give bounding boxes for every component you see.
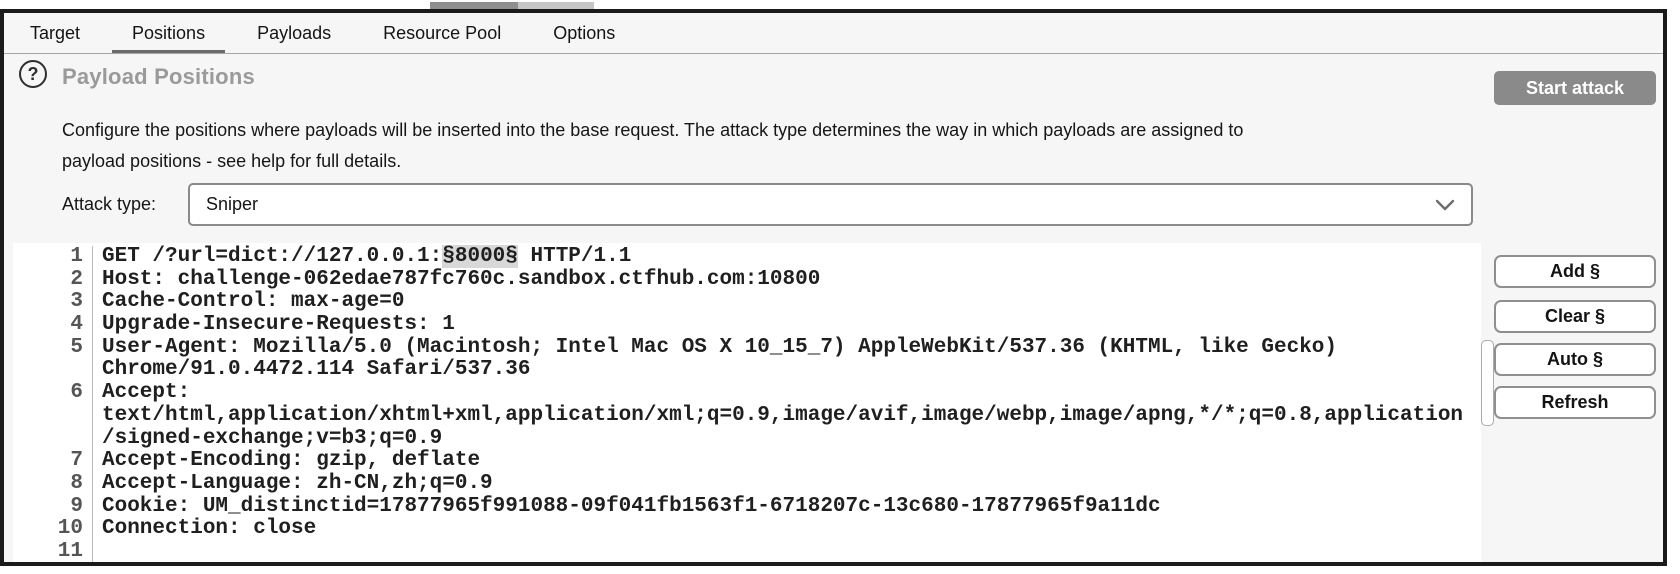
line-number: 7 — [13, 449, 93, 473]
attack-type-label: Attack type: — [62, 194, 157, 214]
request-text-segment: Cache-Control: max-age=0 — [102, 290, 405, 314]
intruder-tab-bar: Target Positions Payloads Resource Pool … — [4, 13, 1663, 54]
request-line-text[interactable]: text/html,application/xhtml+xml,applicat… — [93, 403, 1464, 428]
editor-line: 3 Cache-Control: max-age=0 — [13, 291, 1481, 315]
request-line-text[interactable]: Cache-Control: max-age=0 — [93, 291, 404, 314]
start-attack-button[interactable]: Start attack — [1494, 71, 1656, 105]
request-line-text[interactable]: /signed-exchange;v=b3;q=0.9 — [93, 426, 443, 451]
request-text-segment: HTTP/1.1 — [517, 245, 632, 268]
request-line-text[interactable]: Chrome/91.0.4472.114 Safari/537.36 — [93, 359, 530, 382]
editor-line: 6 Accept: — [13, 381, 1481, 405]
line-number: 5 — [13, 336, 93, 360]
description-text: Configure the positions where payloads w… — [62, 115, 1392, 177]
line-number: 2 — [13, 268, 93, 292]
editor-line: 7 Accept-Encoding: gzip, deflate — [13, 449, 1481, 473]
page-title: Payload Positions — [62, 64, 255, 89]
line-number: 6 — [13, 381, 93, 405]
add-marker-button[interactable]: Add § — [1494, 255, 1656, 288]
editor-line: 11 — [13, 540, 1481, 562]
request-line-text[interactable]: GET /?url=dict://127.0.0.1:§8000§ HTTP/1… — [93, 245, 632, 269]
clear-marker-button[interactable]: Clear § — [1494, 300, 1656, 333]
tab-options[interactable]: Options — [553, 22, 616, 43]
description-line-2: payload positions - see help for full de… — [62, 151, 402, 171]
request-line-text[interactable] — [93, 541, 102, 562]
line-number: 1 — [13, 245, 93, 269]
request-text-segment: Host: challenge-062edae787fc760c.sandbox… — [102, 267, 821, 291]
editor-line: 5 User-Agent: Mozilla/5.0 (Macintosh; Int… — [13, 335, 1481, 360]
line-number: 10 — [13, 518, 93, 541]
refresh-button[interactable]: Refresh — [1494, 386, 1656, 419]
request-text-segment: Connection: close — [102, 517, 317, 541]
request-line-text[interactable]: Accept-Encoding: gzip, deflate — [93, 449, 481, 473]
request-line-text[interactable]: User-Agent: Mozilla/5.0 (Macintosh; Inte… — [93, 335, 1338, 360]
chevron-down-icon — [1435, 199, 1455, 210]
attack-type-select[interactable]: Sniper — [188, 183, 1473, 226]
request-text-segment: User-Agent: Mozilla/5.0 (Macintosh; Inte… — [102, 335, 1338, 359]
request-text-segment: Accept: — [102, 381, 191, 405]
editor-line: 2 Host: challenge-062edae787fc760c.sandbo… — [13, 267, 1481, 292]
tab-target[interactable]: Target — [30, 22, 81, 43]
editor-line: 8 Accept-Language: zh-CN,zh;q=0.9 — [13, 471, 1481, 496]
request-text-segment: /signed-exchange;v=b3;q=0.9 — [102, 426, 443, 450]
tab-payloads[interactable]: Payloads — [257, 22, 332, 43]
editor-line: 9 Cookie: UM_distinctid=17877965f991088-0… — [13, 494, 1481, 519]
line-number — [13, 404, 93, 428]
line-number — [13, 427, 93, 451]
intruder-positions-panel: Target Positions Payloads Resource Pool … — [0, 9, 1667, 566]
request-line-text[interactable]: Cookie: UM_distinctid=17877965f991088-09… — [93, 494, 1161, 519]
line-number: 4 — [13, 313, 93, 337]
request-text-segment: Accept-Language: zh-CN,zh;q=0.9 — [102, 471, 493, 495]
request-text-segment: Upgrade-Insecure-Requests: 1 — [102, 313, 455, 337]
editor-line: Chrome/91.0.4472.114 Safari/537.36 — [13, 359, 1481, 383]
request-line-text[interactable]: Connection: close — [93, 517, 317, 541]
auto-marker-button[interactable]: Auto § — [1494, 343, 1656, 376]
tab-resource-pool[interactable]: Resource Pool — [383, 22, 502, 43]
line-number — [13, 359, 93, 383]
request-text-segment: text/html,application/xhtml+xml,applicat… — [102, 403, 1464, 427]
editor-line: /signed-exchange;v=b3;q=0.9 — [13, 426, 1481, 451]
help-icon[interactable]: ? — [19, 60, 47, 88]
request-line-text[interactable]: Host: challenge-062edae787fc760c.sandbox… — [93, 267, 821, 292]
editor-line: 4 Upgrade-Insecure-Requests: 1 — [13, 313, 1481, 337]
payload-marker[interactable]: §8000§ — [442, 245, 518, 268]
request-text-segment: GET /?url=dict://127.0.0.1: — [102, 245, 443, 268]
editor-line: text/html,application/xhtml+xml,applicat… — [13, 403, 1481, 428]
description-line-1: Configure the positions where payloads w… — [62, 120, 1244, 140]
line-number: 3 — [13, 291, 93, 315]
line-number: 11 — [13, 540, 93, 562]
request-text-segment: Chrome/91.0.4472.114 Safari/537.36 — [102, 358, 531, 382]
request-text-segment: Accept-Encoding: gzip, deflate — [102, 449, 481, 473]
request-line-text[interactable]: Accept: — [93, 381, 191, 405]
tab-positions[interactable]: Positions — [112, 13, 225, 53]
scrollbar-fragment-light — [518, 2, 594, 9]
request-line-text[interactable]: Upgrade-Insecure-Requests: 1 — [93, 313, 455, 337]
editor-scrollbar[interactable] — [1481, 340, 1494, 426]
attack-type-value: Sniper — [206, 194, 259, 214]
editor-line: 10 Connection: close — [13, 517, 1481, 541]
request-line-text[interactable]: Accept-Language: zh-CN,zh;q=0.9 — [93, 471, 493, 496]
scrollbar-fragment-dark — [430, 2, 518, 9]
line-number: 9 — [13, 495, 93, 519]
line-number: 8 — [13, 472, 93, 496]
request-text-segment: Cookie: UM_distinctid=17877965f991088-09… — [102, 494, 1161, 518]
